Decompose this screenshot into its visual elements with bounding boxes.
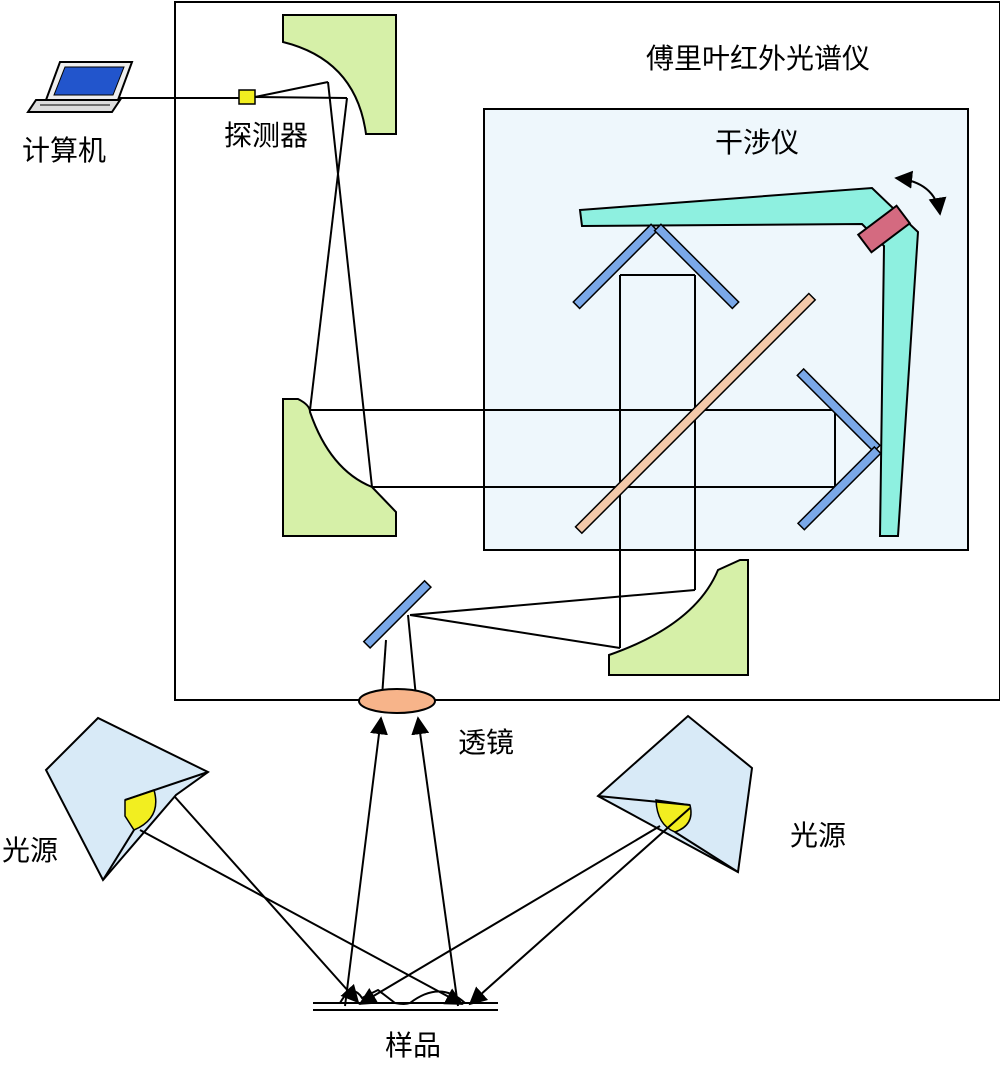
light-source-left-lamp: [44, 716, 210, 882]
flat-mirror-upper-left: [572, 223, 659, 310]
concave-mirror-top: [282, 14, 397, 135]
detector-block: [238, 89, 256, 105]
concave-mirror-left: [282, 398, 397, 537]
light-rays: [139, 716, 691, 1007]
beam-splitter: [574, 292, 817, 535]
light-source-right-lamp: [596, 714, 754, 874]
flat-mirror-right-lower: [796, 445, 882, 531]
concave-mirror-bottom: [608, 559, 749, 676]
flat-mirror-bottom: [362, 579, 433, 650]
interferometer-label: 干涉仪: [715, 126, 799, 159]
spectrometer-label: 傅里叶红外光谱仪: [646, 42, 870, 75]
sample-surface: [313, 988, 498, 1011]
computer-label: 计算机: [22, 134, 106, 167]
detector-label: 探测器: [224, 119, 308, 152]
sample-label: 样品: [385, 1029, 441, 1062]
rotation-arrow-icon: [894, 170, 947, 216]
flat-mirror-upper-right: [653, 223, 740, 310]
beam-paths: [254, 81, 836, 698]
light-source-left-label: 光源: [2, 834, 58, 867]
laptop-icon: [26, 61, 134, 113]
light-source-right-label: 光源: [790, 819, 846, 852]
lens-shape: [358, 688, 436, 714]
lens-label: 透镜: [458, 726, 514, 759]
